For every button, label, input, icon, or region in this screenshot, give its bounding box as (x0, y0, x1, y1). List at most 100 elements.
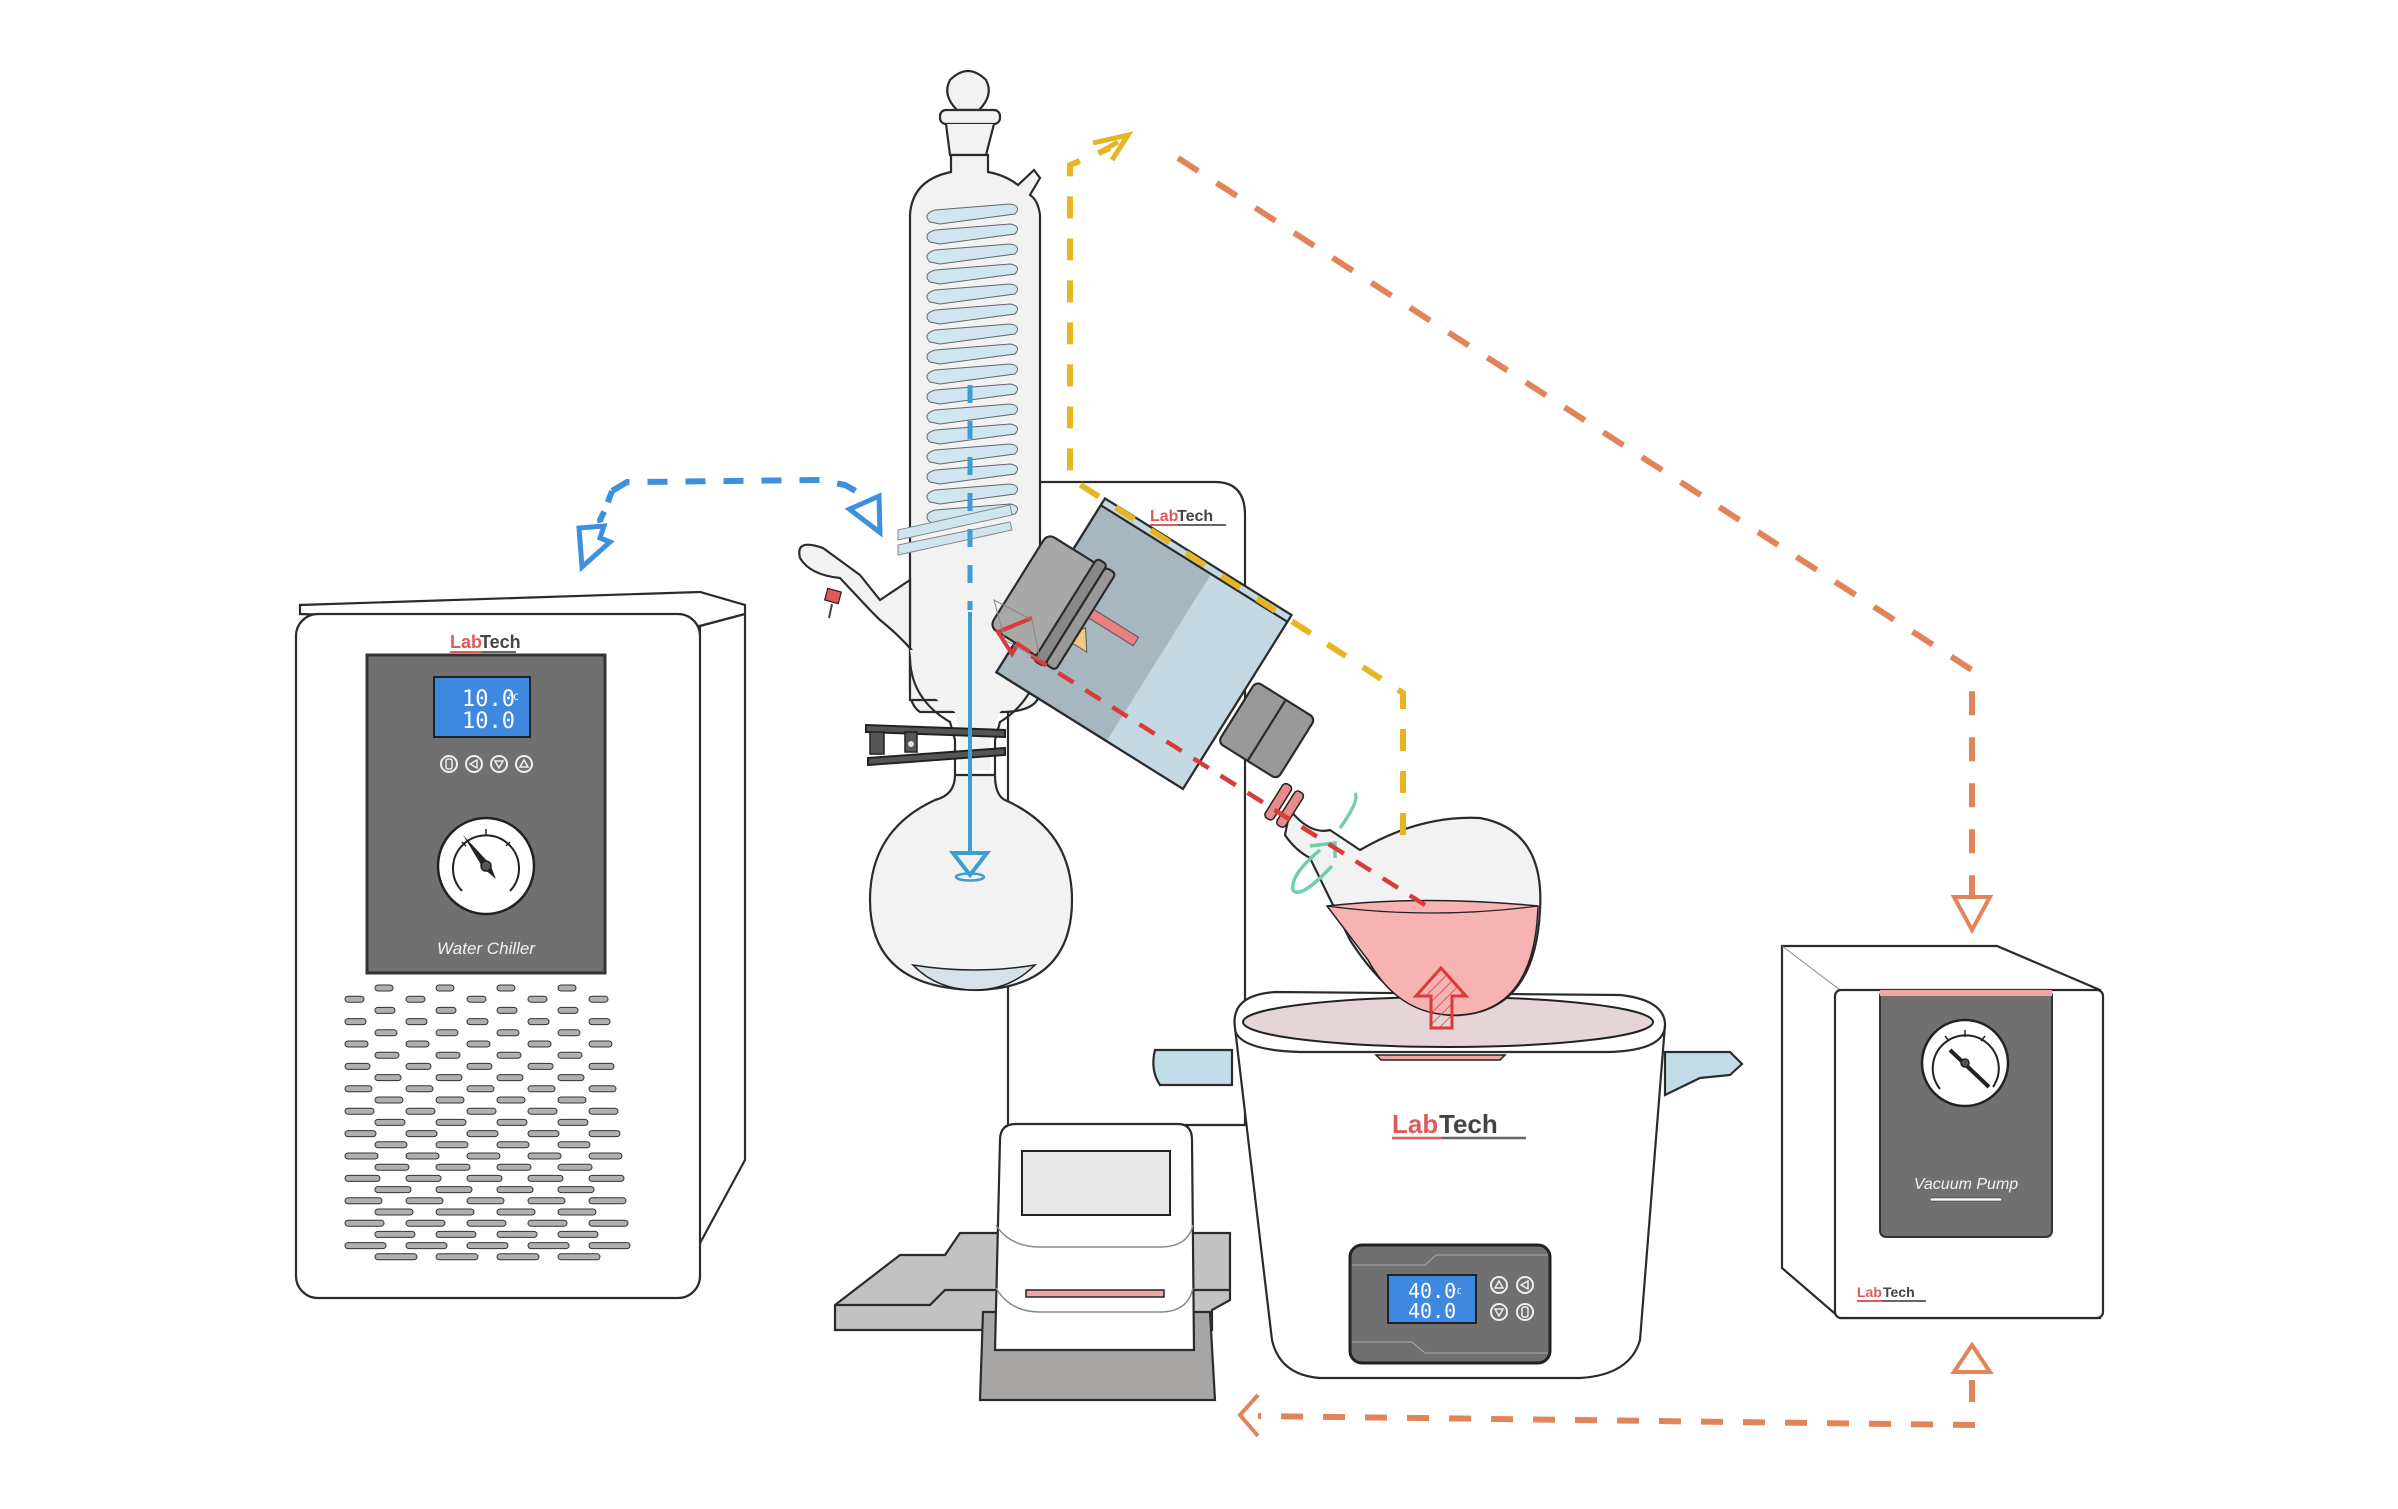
vent-slot (557, 1029, 581, 1037)
vent-slot (405, 1085, 434, 1093)
svg-text:Tech: Tech (1439, 1109, 1498, 1139)
vent-slot (496, 1230, 538, 1238)
chiller-down-button[interactable] (490, 755, 508, 773)
arrow-up-icon (1950, 1341, 1994, 1374)
svg-text:Lab: Lab (1857, 1284, 1882, 1300)
chiller-left-button[interactable] (465, 755, 483, 773)
bath-control-panel: 40.0 °C 40.0 (1348, 1243, 1552, 1365)
vent-slot (374, 1208, 414, 1216)
vent-slot (435, 1163, 471, 1171)
svg-text:Lab: Lab (450, 632, 482, 652)
chiller-display: 10.0 °C 10.0 (433, 676, 531, 738)
vent-slot (466, 995, 487, 1003)
vent-slot (527, 1219, 568, 1227)
vent-slot (588, 1130, 621, 1138)
vent-slot (466, 1242, 509, 1250)
vent-slot (496, 1051, 522, 1059)
vent-slot (588, 1152, 623, 1160)
bath-power-button[interactable] (1516, 1303, 1534, 1321)
bath-handle-right[interactable] (1663, 1050, 1744, 1097)
vent-slot (344, 1152, 379, 1160)
vent-slot (557, 1096, 587, 1104)
vent-slot (374, 1074, 402, 1082)
vent-slot (344, 995, 365, 1003)
vent-slot (344, 1040, 369, 1048)
vent-slot (466, 1107, 497, 1115)
vent-slot (466, 1018, 489, 1026)
vent-slot (588, 1040, 613, 1048)
vent-slot (405, 1130, 438, 1138)
chiller-power-button[interactable] (440, 755, 458, 773)
bath-handle-left[interactable] (1152, 1048, 1234, 1087)
vent-slot (405, 1062, 432, 1070)
vent-slot (588, 1062, 615, 1070)
coil-turn (926, 263, 1019, 285)
svg-text:°C: °C (508, 693, 519, 703)
pump-gauge-icon (1920, 1018, 2010, 1108)
lift-control-unit (993, 1122, 1196, 1352)
vent-slot (344, 1085, 373, 1093)
vent-slot (374, 984, 394, 992)
chiller-up-button[interactable] (515, 755, 533, 773)
bath-up-button[interactable] (1490, 1276, 1508, 1294)
vent-slot (374, 1141, 408, 1149)
vent-slot (496, 1186, 534, 1194)
vent-slot (374, 1163, 410, 1171)
vent-slot (435, 1118, 467, 1126)
svg-text:Tech: Tech (480, 632, 521, 652)
vapor-rise-arrow (993, 599, 1427, 907)
joint-clip (1264, 782, 1305, 829)
lift-control-screen[interactable] (1021, 1150, 1171, 1216)
condenser-coil (897, 203, 1019, 556)
vent-slot (435, 1208, 475, 1216)
vent-slot (435, 1074, 463, 1082)
receiving-flask (868, 773, 1074, 992)
rotary-motor[interactable] (971, 483, 1355, 829)
condensate (910, 963, 1038, 991)
tower-logo: Lab Tech (1150, 508, 1226, 526)
pump-logo: Lab Tech (1857, 1284, 1926, 1302)
bath-display: 40.0 °C 40.0 (1387, 1274, 1477, 1324)
vent-slot (496, 1208, 536, 1216)
coil-turn (926, 243, 1019, 265)
svg-text:10.0: 10.0 (462, 687, 515, 712)
vent-slot (588, 1107, 619, 1115)
condenser (798, 69, 1074, 992)
lift-indicator-strip (1025, 1289, 1165, 1298)
arrow-down-left-icon (576, 523, 615, 573)
vent-slot (527, 1130, 560, 1138)
vent-slot (557, 1051, 583, 1059)
vent-slot (496, 1141, 530, 1149)
evaporating-flask (1264, 782, 1542, 1030)
power-icon (445, 758, 453, 770)
bath-left-button[interactable] (1516, 1276, 1534, 1294)
vent-slot (527, 1197, 566, 1205)
vent-slot (435, 1006, 457, 1014)
arrow-icon (1309, 841, 1337, 858)
svg-text:Tech: Tech (1177, 508, 1213, 525)
vent-slot (405, 995, 426, 1003)
vent-slot (435, 1253, 479, 1261)
power-icon (1521, 1306, 1529, 1318)
bath-down-button[interactable] (1490, 1303, 1508, 1321)
vent-slot (374, 1006, 396, 1014)
vent-slot (588, 1219, 629, 1227)
heat-arrow-up-icon (1412, 965, 1470, 1030)
triangle-left-icon (468, 758, 478, 770)
vent-slot (557, 1006, 579, 1014)
chiller-gauge-icon (436, 816, 536, 916)
triangle-up-icon (518, 758, 530, 768)
arrow-up-left-icon (995, 616, 1033, 658)
vent-slot (466, 1085, 495, 1093)
vent-slot (496, 1074, 524, 1082)
vent-slot (374, 1029, 398, 1037)
vent-slot (466, 1197, 505, 1205)
vent-slot (466, 1040, 491, 1048)
vent-slot (527, 1018, 550, 1026)
vent-slot (527, 1107, 558, 1115)
vent-slot (527, 1040, 552, 1048)
vent-slot (557, 1074, 585, 1082)
vent-slot (466, 1062, 493, 1070)
vent-slot (435, 1096, 465, 1104)
